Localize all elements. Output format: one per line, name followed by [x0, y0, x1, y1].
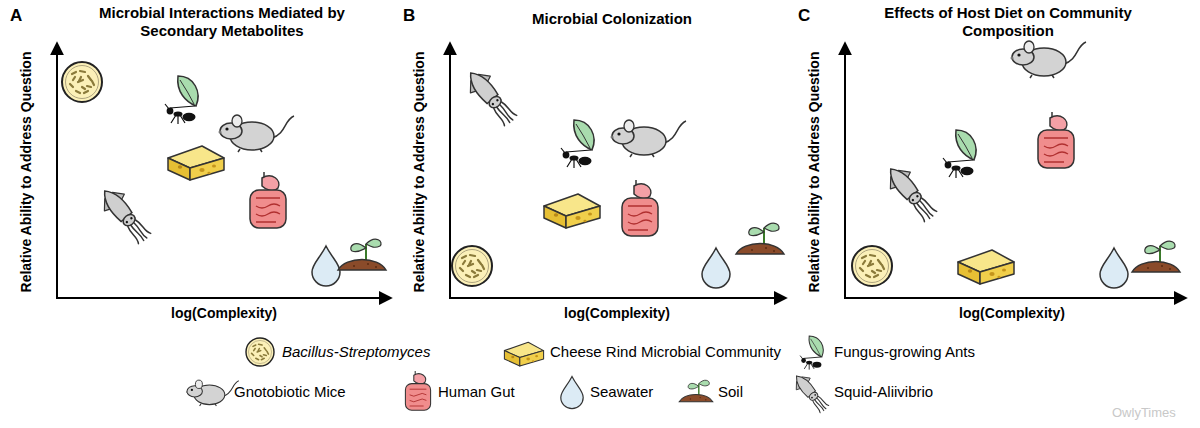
squid-icon: [881, 161, 941, 226]
panel-title: Effects of Host Diet on Community Compos…: [878, 4, 1138, 40]
cheese-icon: [958, 250, 1014, 284]
ant-icon: [165, 76, 198, 124]
y-axis: [844, 44, 846, 298]
legend-icon: [405, 371, 430, 410]
cheese-icon: [544, 194, 600, 228]
legend-icon: [504, 342, 543, 366]
squid-icon: [461, 65, 521, 130]
legend-text: Gnotobiotic Mice: [234, 382, 346, 402]
petri-icon: [62, 62, 102, 102]
legend-icons: [186, 336, 832, 416]
panel-title: Microbial Colonization: [482, 10, 742, 28]
legend-icon: [246, 338, 274, 366]
seawater-icon: [312, 246, 340, 286]
seawater-icon: [1100, 248, 1128, 288]
x-axis: [449, 297, 785, 299]
mouse-icon: [219, 115, 295, 152]
legend-text: Fungus-growing Ants: [834, 342, 975, 362]
mouse-icon: [611, 120, 687, 157]
axis-label: Relative Ability to Address Question: [17, 42, 35, 302]
panel-a-icons: [62, 62, 386, 286]
legend-icon: [790, 370, 832, 415]
legend-text: Seawater: [590, 382, 653, 402]
axis-label: Relative Ability to Address Question: [410, 42, 428, 302]
panel-letter: A: [10, 6, 34, 26]
x-axis: [844, 297, 1185, 299]
seawater-icon: [702, 248, 730, 288]
panel-c-icons: [852, 41, 1180, 288]
axis-label: Relative Ability to Address Question: [805, 42, 823, 302]
soil-icon: [1132, 241, 1180, 272]
legend-text: Human Gut: [438, 382, 515, 402]
soil-icon: [736, 223, 784, 254]
ant-icon: [943, 130, 976, 178]
watermark: OwlyTimes: [1112, 405, 1198, 421]
y-axis: [56, 44, 58, 298]
gut-icon: [250, 172, 286, 228]
mouse-icon: [1011, 41, 1087, 78]
petri-icon: [852, 246, 892, 286]
axis-label: log(Complexity): [124, 304, 324, 322]
axes-panel-a: [56, 44, 390, 298]
x-axis: [56, 297, 390, 299]
gut-icon: [1038, 112, 1074, 168]
gut-icon: [622, 180, 658, 236]
legend-icon: [561, 377, 583, 409]
panel-b-icons: [452, 65, 784, 288]
cheese-icon: [168, 146, 224, 180]
squid-icon: [95, 183, 155, 248]
legend-icon: [800, 336, 823, 370]
panel-letter: C: [798, 6, 822, 26]
panel-letter: B: [403, 6, 427, 26]
axes-panel-b: [449, 44, 785, 298]
y-axis: [449, 44, 451, 298]
legend-text: Soil: [718, 382, 743, 402]
petri-icon: [452, 246, 492, 286]
legend-icon: [679, 380, 713, 402]
soil-icon: [338, 239, 386, 270]
ant-icon: [561, 120, 594, 168]
legend-icon: [186, 380, 239, 406]
axis-label: log(Complexity): [912, 304, 1112, 322]
legend-text: Cheese Rind Microbial Community: [550, 342, 781, 362]
legend-text: Bacillus-Streptomyces: [282, 342, 430, 362]
axis-label: log(Complexity): [517, 304, 717, 322]
axes-panel-c: [844, 44, 1185, 298]
legend-text: Squid-Aliivibrio: [834, 382, 933, 402]
panel-title: Microbial Interactions Mediated by Secon…: [92, 4, 352, 40]
